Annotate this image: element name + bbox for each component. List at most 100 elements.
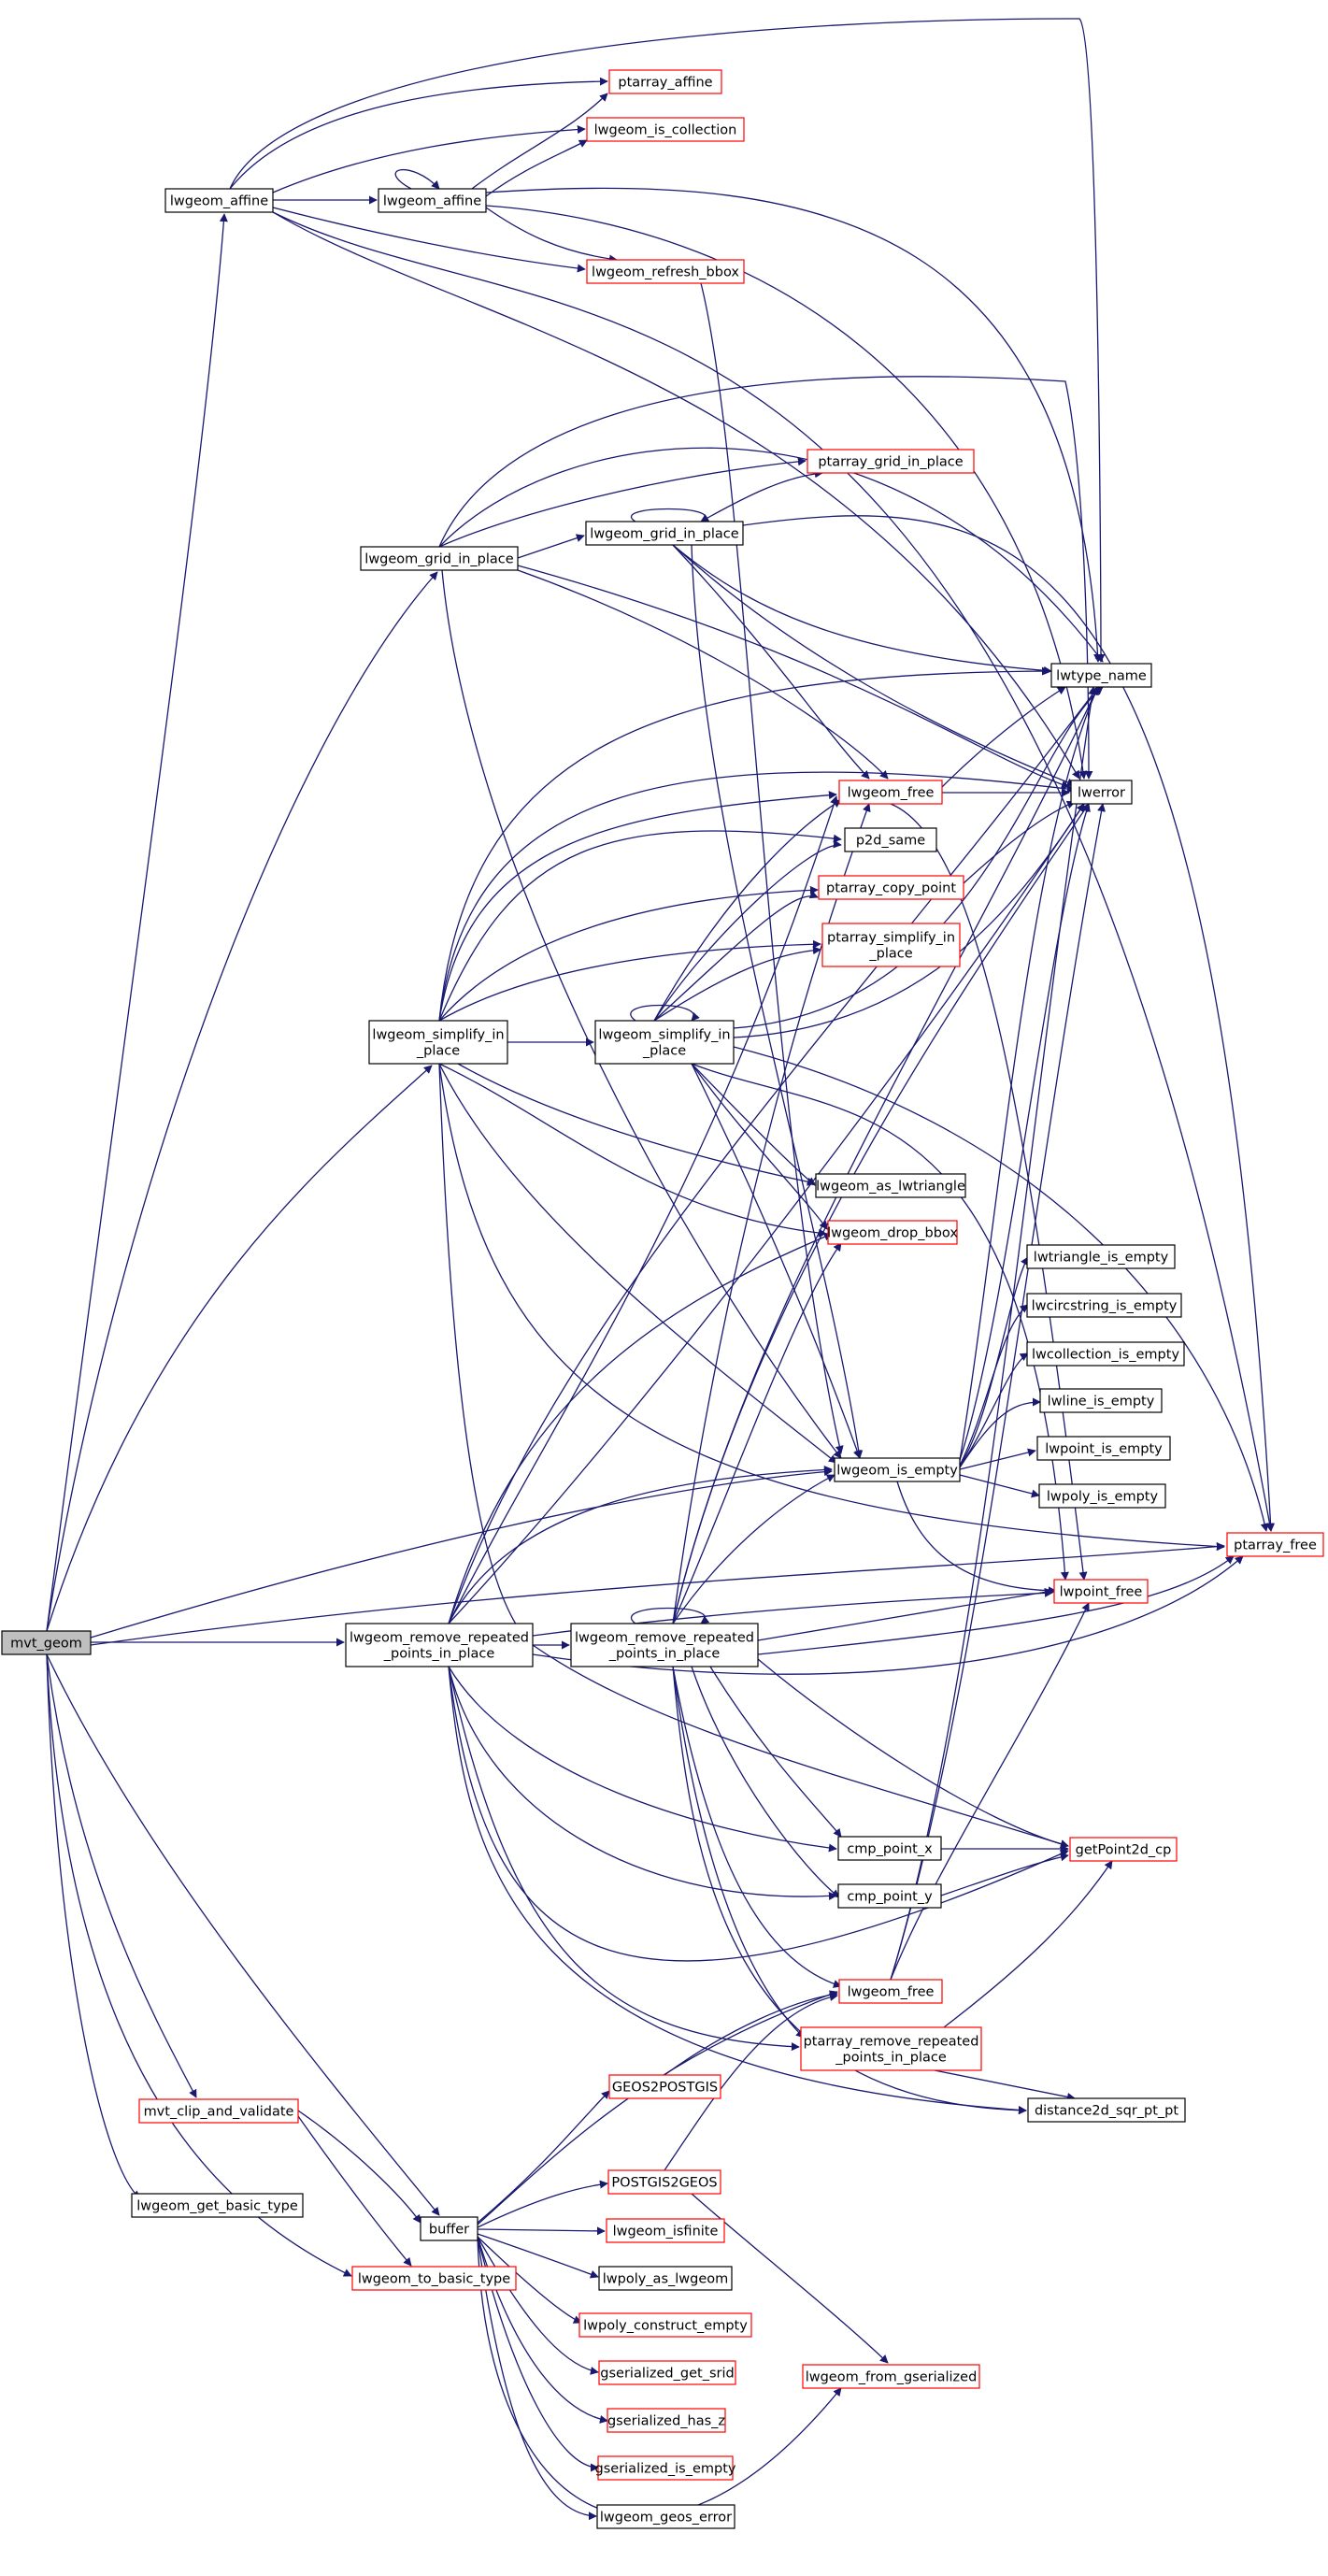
call-edge (890, 1602, 1090, 1981)
node-label: lwgeom_grid_in_place (364, 552, 513, 567)
node-label: getPoint2d_cp (1076, 1843, 1172, 1858)
node-geos2postgis[interactable]: GEOS2POSTGIS (608, 2074, 721, 2099)
node-lwgeom-from-gserialized[interactable]: lwgeom_from_gserialized (802, 2364, 980, 2389)
call-edge (532, 1555, 1244, 1675)
node-lwtriangle-is-empty[interactable]: lwtriangle_is_empty (1026, 1244, 1176, 1269)
node-lwpoly-as-lwgeom[interactable]: lwpoly_as_lwgeom (598, 2266, 733, 2291)
call-edge (959, 1352, 1029, 1468)
node-lwgeom-isfinite[interactable]: lwgeom_isfinite (606, 2218, 725, 2243)
node-box (420, 2216, 478, 2241)
node-label: buffer (429, 2223, 469, 2238)
node-ptarray-affine[interactable]: ptarray_affine (608, 69, 722, 94)
node-lwgeom-free[interactable]: lwgeom_free (838, 780, 943, 805)
node-label: lwtriangle_is_empty (1034, 1251, 1169, 1266)
node-lwerror[interactable]: lwerror (1070, 780, 1133, 805)
call-edge (959, 1256, 1029, 1467)
node-box (585, 521, 744, 546)
node-ptarray-copy-point[interactable]: ptarray_copy_point (818, 875, 964, 900)
node-lwgeom-affine2[interactable]: lwgeom_affine (378, 188, 487, 213)
node-getpoint2d-cp[interactable]: getPoint2d_cp (1069, 1837, 1178, 1862)
node-lwline-is-empty[interactable]: lwline_is_empty (1039, 1388, 1163, 1413)
call-edge (46, 213, 228, 1632)
node-lwpoint-is-empty[interactable]: lwpoint_is_empty (1036, 1436, 1171, 1461)
node-lwgeom-as-lwtriangle[interactable]: lwgeom_as_lwtriangle (815, 1173, 966, 1198)
node-box (586, 259, 745, 284)
node-gserialized-is-empty[interactable]: gserialized_is_empty (595, 2455, 736, 2481)
node-mvt-clip-and-validate[interactable]: mvt_clip_and_validate (138, 2098, 299, 2124)
node-lwpoly-is-empty[interactable]: lwpoly_is_empty (1038, 1483, 1166, 1509)
node-ptarray-free[interactable]: ptarray_free (1226, 1532, 1324, 1557)
node-gserialized-has-z[interactable]: gserialized_has_z (607, 2408, 726, 2433)
node-gserialized-get-srid[interactable]: gserialized_get_srid (598, 2360, 736, 2385)
node-lwgeom-refresh-bbox[interactable]: lwgeom_refresh_bbox (586, 259, 745, 284)
node-lwgeom-simplify-in-place2[interactable]: lwgeom_simplify_in_place (594, 1020, 735, 1065)
node-lwgeom-simplify-in-place[interactable]: lwgeom_simplify_in_place (368, 1020, 508, 1065)
node-ptarray-grid-in-place[interactable]: ptarray_grid_in_place (807, 449, 975, 474)
node-label: _points_in_place (835, 2051, 947, 2066)
edge-layer (46, 18, 1276, 2521)
call-edge (46, 1653, 352, 2277)
call-edge (438, 457, 807, 548)
node-lwgeom-get-basic-type[interactable]: lwgeom_get_basic_type (131, 2193, 304, 2218)
node-label: lwgeom_refresh_bbox (592, 265, 739, 280)
call-edge (448, 1666, 837, 1853)
node-label: gserialized_is_empty (595, 2462, 736, 2477)
node-lwtype-name[interactable]: lwtype_name (1050, 663, 1152, 688)
node-lwcircstring-is-empty[interactable]: lwcircstring_is_empty (1026, 1293, 1182, 1318)
node-box (807, 449, 975, 474)
node-buffer[interactable]: buffer (420, 2216, 478, 2241)
node-box (815, 1173, 966, 1198)
node-lwcollection-is-empty[interactable]: lwcollection_is_empty (1026, 1341, 1185, 1367)
node-lwgeom-grid-in-place2[interactable]: lwgeom_grid_in_place (585, 521, 744, 546)
node-label: lwgeom_to_basic_type (358, 2272, 510, 2287)
call-edge (653, 839, 842, 1022)
node-lwgeom-drop-bbox[interactable]: lwgeom_drop_bbox (827, 1220, 958, 1245)
node-label: lwgeom_as_lwtriangle (816, 1180, 965, 1195)
node-lwgeom-is-empty[interactable]: lwgeom_is_empty (834, 1457, 961, 1482)
call-edge (517, 565, 1070, 789)
call-edge (229, 77, 608, 190)
node-lwgeom-free2[interactable]: lwgeom_free (838, 1979, 943, 2004)
node-ptarray-remove-repeated-points-in-place[interactable]: ptarray_remove_repeated_points_in_place (800, 2026, 982, 2071)
node-lwpoint-free[interactable]: lwpoint_free (1053, 1579, 1149, 1604)
node-ptarray-simplify-in-place[interactable]: ptarray_simplify_in_place (821, 923, 961, 967)
call-edge (448, 1666, 800, 2052)
node-lwgeom-geos-error[interactable]: lwgeom_geos_error (596, 2504, 735, 2529)
node-lwpoly-construct-empty[interactable]: lwpoly_construct_empty (578, 2312, 752, 2338)
node-box (351, 2266, 517, 2291)
node-cmp-point-x[interactable]: cmp_point_x (837, 1836, 942, 1861)
node-box (1069, 1837, 1178, 1862)
node-lwgeom-to-basic-type[interactable]: lwgeom_to_basic_type (351, 2266, 517, 2291)
call-edge (448, 1666, 1069, 1962)
call-edge (46, 1065, 433, 1632)
call-edge (631, 1607, 710, 1624)
node-label: lwcircstring_is_empty (1032, 1299, 1178, 1314)
node-lwgeom-is-collection[interactable]: lwgeom_is_collection (586, 117, 745, 142)
node-box (844, 827, 937, 852)
node-label: p2d_same (856, 834, 925, 849)
call-edge (485, 205, 1088, 780)
call-edge (630, 1004, 700, 1022)
node-box (827, 1220, 958, 1245)
node-box (606, 2218, 725, 2243)
call-edge (477, 2236, 842, 2518)
call-edge (691, 1666, 840, 1898)
node-box (164, 188, 274, 213)
node-label: lwpoly_as_lwgeom (603, 2272, 729, 2287)
call-edge (959, 1448, 1036, 1470)
node-label: lwpoint_free (1060, 1585, 1143, 1600)
node-distance2d-sqr-pt-pt[interactable]: distance2d_sqr_pt_pt (1027, 2097, 1186, 2123)
call-edge (691, 1063, 816, 1186)
node-postgis2geos[interactable]: POSTGIS2GEOS (607, 2169, 721, 2195)
node-lwgeom-remove-repeated-points-in-place2[interactable]: lwgeom_remove_repeated_points_in_place (570, 1623, 759, 1667)
node-lwgeom-remove-repeated-points-in-place[interactable]: lwgeom_remove_repeated_points_in_place (345, 1623, 534, 1667)
node-p2d-same[interactable]: p2d_same (844, 827, 937, 852)
node-cmp-point-y[interactable]: cmp_point_y (837, 1883, 942, 1909)
node-lwgeom-affine[interactable]: lwgeom_affine (164, 188, 274, 213)
call-edge (672, 686, 1099, 1624)
node-label: ptarray_simplify_in (827, 931, 955, 946)
call-edge (672, 1474, 835, 1624)
node-lwgeom-grid-in-place[interactable]: lwgeom_grid_in_place (360, 546, 519, 571)
node-label: lwgeom_is_collection (594, 123, 737, 138)
call-edge (700, 282, 844, 1454)
